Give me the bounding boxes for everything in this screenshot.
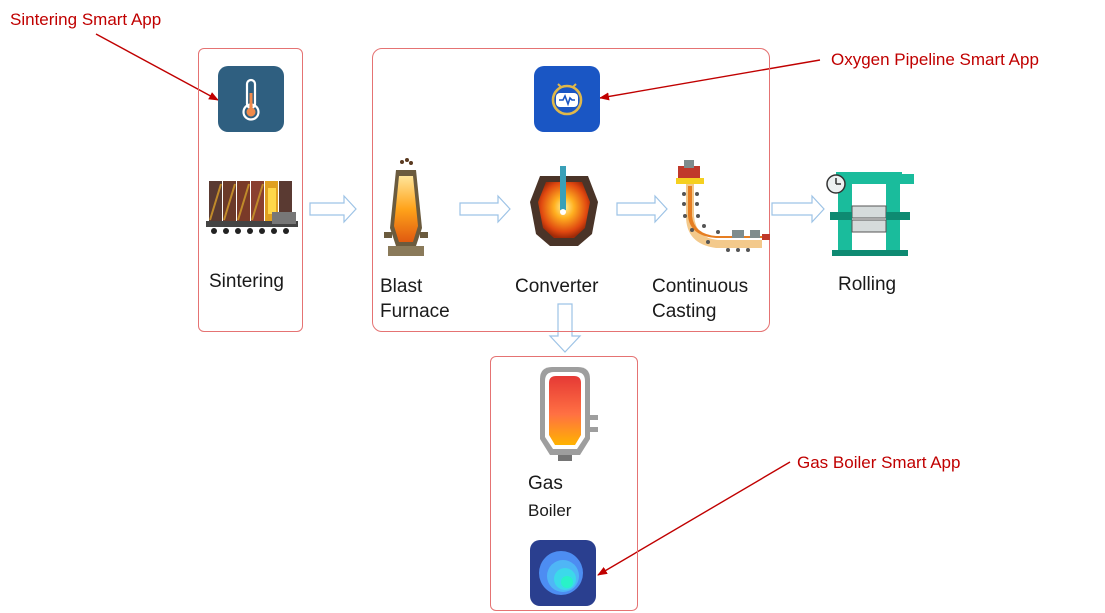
concentric-circles-icon <box>539 551 583 595</box>
flow-arrow-sinter-to-furnace <box>309 194 357 224</box>
sintering-app-icon[interactable] <box>218 66 284 132</box>
label-sintering: Sintering <box>209 271 284 292</box>
callout-line-sintering <box>95 33 219 101</box>
label-continuous-casting-line1: Continuous <box>652 276 749 297</box>
label-blast-furnace-line1: Blast <box>380 276 423 297</box>
rolling-mill-illustration <box>826 172 914 256</box>
label-gas-boiler-line2: Boiler <box>528 501 572 520</box>
callout-line-oxygen <box>599 59 821 101</box>
callout-sintering-smart-app: Sintering Smart App <box>10 10 162 29</box>
sintering-machine-illustration <box>206 181 298 234</box>
gas-boiler-app-icon[interactable] <box>530 540 596 606</box>
steelmaking-group-box <box>372 48 770 332</box>
thermometer-icon <box>242 78 260 121</box>
callout-oxygen-pipeline-smart-app: Oxygen Pipeline Smart App <box>831 50 1039 69</box>
callout-gas-boiler-smart-app: Gas Boiler Smart App <box>797 453 961 472</box>
callout-line-gas-boiler <box>597 461 791 576</box>
converter-illustration <box>530 166 598 246</box>
label-gas-boiler-line1: Gas <box>528 473 563 494</box>
label-rolling: Rolling <box>838 274 897 295</box>
oxygen-pipeline-app-icon[interactable] <box>534 66 600 132</box>
blast-furnace-illustration <box>384 158 428 256</box>
monitor-pulse-icon <box>551 83 583 116</box>
label-blast-furnace-line2: Furnace <box>380 301 450 322</box>
flow-arrow-casting-to-rolling <box>771 194 825 224</box>
flow-arrow-furnace-to-converter <box>459 194 511 224</box>
continuous-casting-illustration <box>676 160 770 252</box>
gas-boiler-illustration <box>540 367 598 461</box>
gas-boiler-group-box <box>490 356 638 611</box>
label-converter: Converter <box>515 276 599 297</box>
label-continuous-casting-line2: Casting <box>652 301 717 322</box>
flow-arrow-converter-to-casting <box>616 194 668 224</box>
flow-arrow-converter-to-boiler <box>548 303 582 353</box>
sintering-group-box <box>198 48 303 332</box>
